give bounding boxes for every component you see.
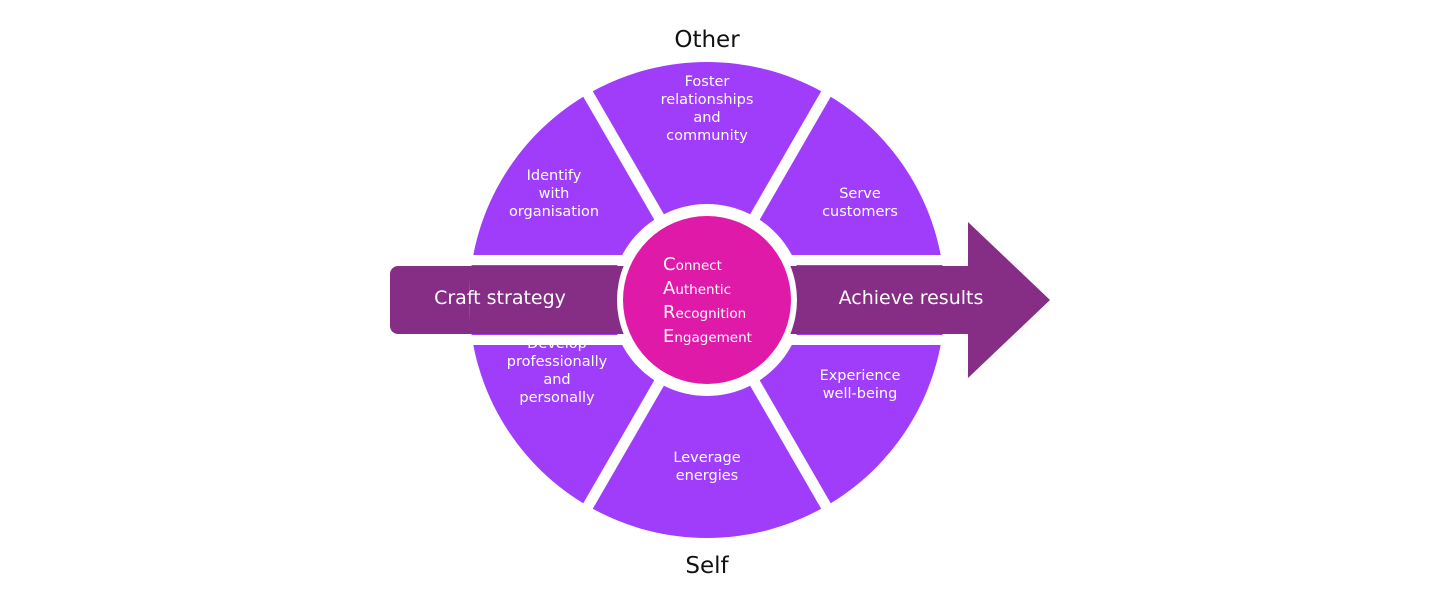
right-arrow-band-inner <box>790 266 945 334</box>
segment-upper-left-label-line: Identify <box>527 168 582 184</box>
left-arrow-band-inner <box>470 266 630 334</box>
segment-upper-left-label-line: with <box>539 186 570 202</box>
segment-top-label-line: Foster <box>685 74 730 90</box>
segment-top-label-line: relationships <box>661 92 754 108</box>
segment-lower-right-label-line: Experience <box>820 368 901 384</box>
segment-lower-right <box>759 305 945 504</box>
segment-upper-left <box>469 96 655 295</box>
segment-lower-left-label-line: and <box>543 372 570 388</box>
segment-upper-right <box>759 96 945 295</box>
segment-upper-left-label-line: organisation <box>509 204 599 220</box>
center-line-e: Engagement <box>663 326 752 347</box>
right-arrow-label: Achieve results <box>839 287 984 309</box>
segment-lower-left-label-line: personally <box>519 390 595 406</box>
segment-bottom <box>592 385 822 538</box>
self-label: Self <box>685 553 729 579</box>
segment-lower-left <box>469 305 655 504</box>
segment-lower-right-label-line: well-being <box>823 386 898 402</box>
center-hub <box>623 216 791 384</box>
center-line-a: Authentic <box>663 278 731 299</box>
segment-upper-right-label-line: Serve <box>839 186 881 202</box>
segment-bottom-label-line: energies <box>676 468 738 484</box>
left-arrow-label: Craft strategy <box>434 287 566 309</box>
segment-lower-left-label-line: professionally <box>507 354 608 370</box>
center-line-r: Recognition <box>663 302 746 323</box>
segment-top-label-line: community <box>666 128 748 144</box>
segment-top-label-line: and <box>693 110 720 126</box>
other-label: Other <box>674 27 740 53</box>
center-line-c: Connect <box>663 254 722 275</box>
segment-bottom-label-line: Leverage <box>673 450 740 466</box>
segment-upper-right-label-line: customers <box>822 204 898 220</box>
segment-top <box>592 62 822 215</box>
